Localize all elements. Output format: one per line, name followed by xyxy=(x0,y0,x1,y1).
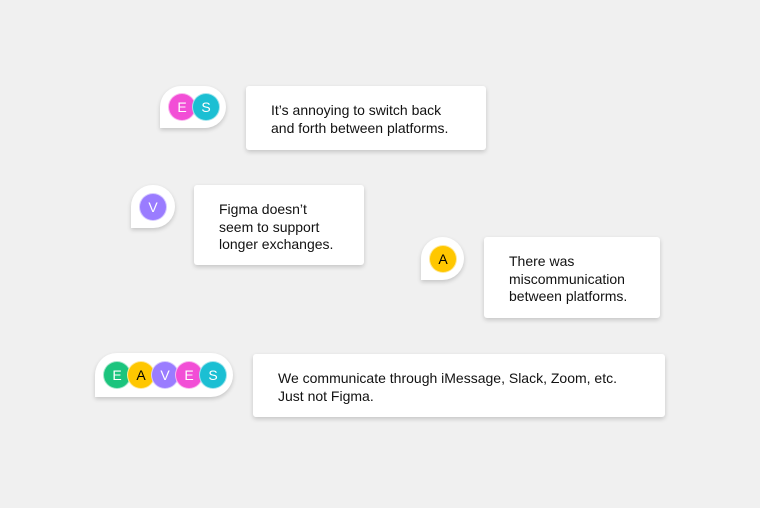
comment-text: miscommunication xyxy=(509,270,625,287)
comment-text: seem to support xyxy=(219,218,320,235)
avatar[interactable]: S xyxy=(192,93,220,121)
comment-card-3[interactable]: There was miscommunication between platf… xyxy=(484,237,660,318)
avatar[interactable]: V xyxy=(139,192,167,221)
comment-text: It’s annoying to switch back xyxy=(271,102,442,118)
comment-text: longer exchanges. xyxy=(219,236,334,252)
avatar-group-1[interactable]: E S xyxy=(160,86,226,128)
avatar[interactable]: S xyxy=(199,361,227,389)
comment-card-1[interactable]: It’s annoying to switch back and forth b… xyxy=(246,86,486,150)
avatar[interactable]: A xyxy=(429,244,457,273)
comment-text: Just not Figma. xyxy=(278,387,374,404)
avatar[interactable]: E xyxy=(175,361,203,389)
avatar-group-2[interactable]: V xyxy=(131,185,175,228)
avatar-group-4[interactable]: E A V E S xyxy=(95,353,233,397)
comment-text: There was xyxy=(509,253,575,269)
comment-card-2[interactable]: Figma doesn’t seem to support longer exc… xyxy=(194,185,364,265)
comment-text: Figma doesn’t xyxy=(219,201,307,217)
avatar-group-3[interactable]: A xyxy=(421,237,464,280)
comment-text: We communicate through iMessage, Slack, … xyxy=(278,370,617,386)
comment-text: and forth between platforms. xyxy=(271,119,449,136)
avatar[interactable]: E xyxy=(103,361,131,389)
avatar[interactable]: E xyxy=(168,93,196,121)
comment-card-4[interactable]: We communicate through iMessage, Slack, … xyxy=(253,354,665,417)
comment-text: between platforms. xyxy=(509,288,628,304)
